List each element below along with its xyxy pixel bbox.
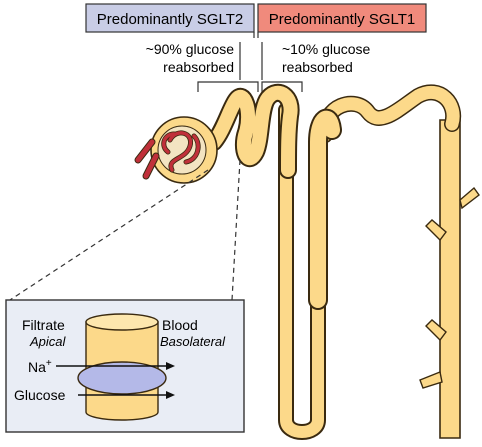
sglt1-label-text: Predominantly SGLT1: [269, 11, 415, 28]
glomerulus: [134, 116, 218, 184]
apical-label: Apical: [29, 334, 67, 349]
leader-lines: [197, 32, 303, 92]
sglt2-percent-line2: reabsorbed: [163, 59, 234, 75]
basolateral-label: Basolateral: [160, 334, 226, 349]
sglt1-label-box: Predominantly SGLT1: [257, 3, 427, 33]
glucose-label: Glucose: [14, 387, 66, 403]
sglt1-percent-line2: reabsorbed: [282, 59, 353, 75]
blood-label: Blood: [162, 317, 198, 333]
sglt-transporter: [77, 361, 167, 395]
transport-arrows: [56, 362, 175, 399]
sglt2-label-box: Predominantly SGLT2: [85, 3, 255, 33]
sglt2-percent-line1: ~90% glucose: [146, 41, 235, 57]
sglt2-label-text: Predominantly SGLT2: [97, 11, 243, 28]
nephron-tubule: [205, 83, 480, 440]
sodium-label: Na+: [28, 358, 52, 375]
sglt1-percent-line1: ~10% glucose: [282, 41, 371, 57]
zoom-lines: [9, 159, 241, 301]
filtrate-label: Filtrate: [22, 317, 65, 333]
inset-panel: Filtrate Apical Blood Basolateral Na+ Gl…: [5, 299, 245, 433]
